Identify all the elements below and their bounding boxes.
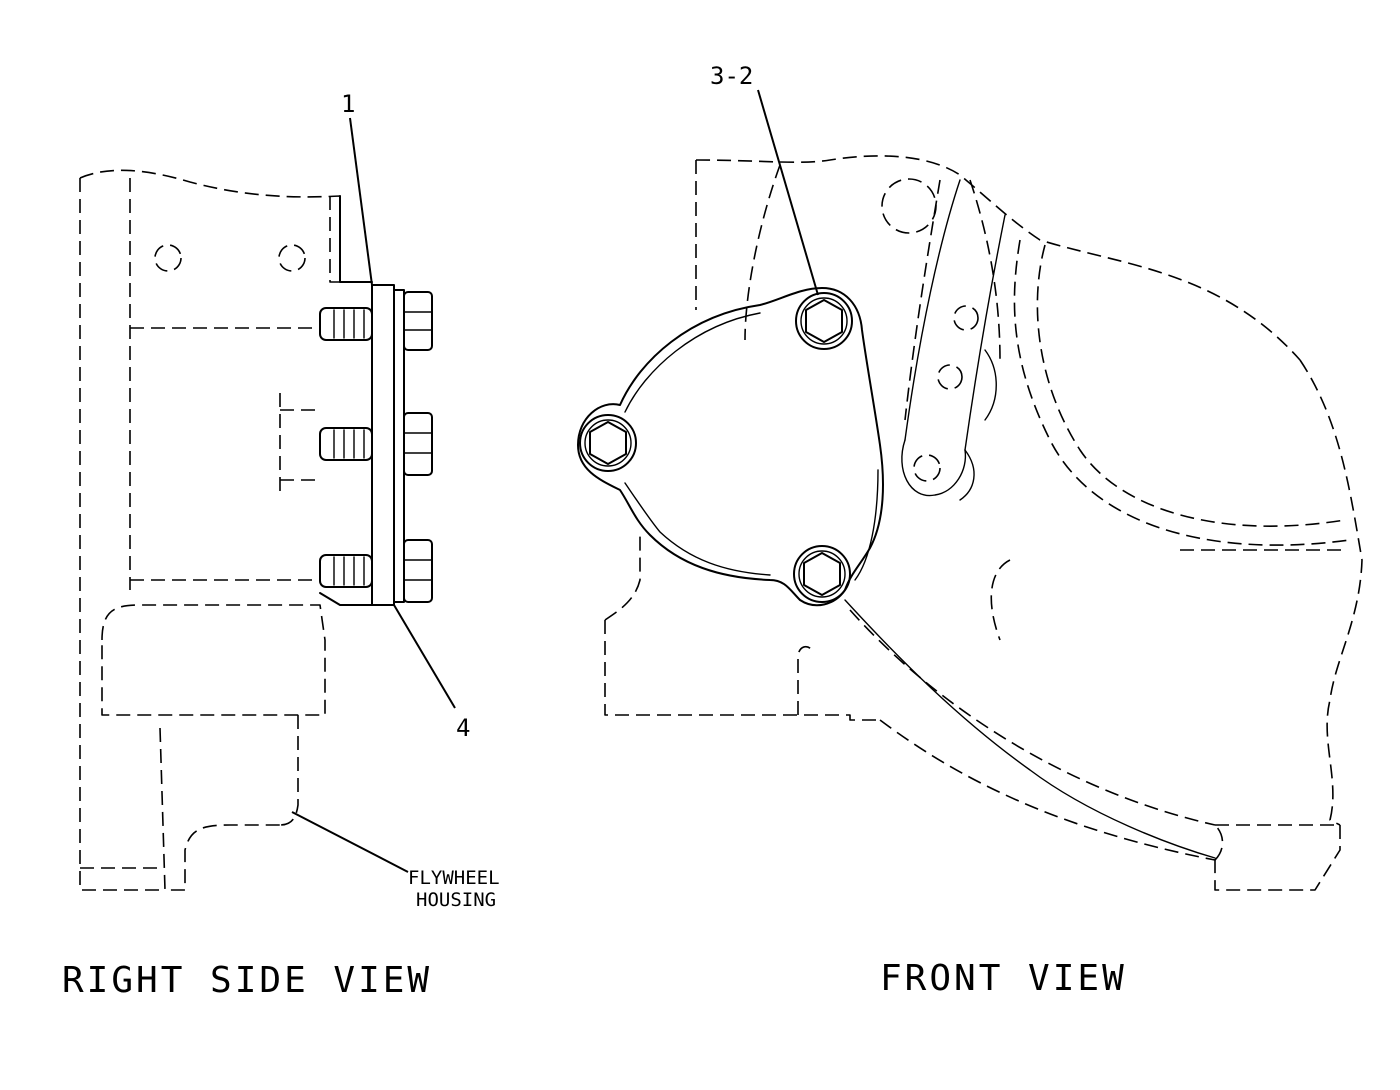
callout-4: 4	[456, 714, 470, 742]
bolt-bottom	[319, 539, 433, 603]
bolt-top	[319, 291, 433, 351]
leader-3-2	[757, 89, 819, 296]
leader-flywheel-housing	[291, 811, 409, 873]
front-view: 3-2 FRONT VIEW	[577, 62, 1363, 999]
bolt-head-left	[579, 414, 637, 472]
bolt-middle	[319, 412, 433, 476]
leader-1	[349, 117, 373, 286]
leader-4	[393, 604, 456, 709]
gasket	[393, 289, 405, 603]
callout-1: 1	[341, 90, 355, 118]
housing-hole	[154, 244, 182, 272]
bolt-head-bottom	[793, 545, 851, 603]
front-cover-plate	[577, 287, 884, 607]
flywheel-housing-label: HOUSING	[416, 889, 496, 911]
right-side-view: 1 4 FLYWHEEL HOUSING RIGHT SIDE VIEW	[62, 90, 500, 1001]
strap-hole	[937, 364, 963, 390]
cover-plate	[371, 284, 395, 606]
housing-hole	[278, 244, 306, 272]
flywheel-housing-label: FLYWHEEL	[408, 867, 500, 889]
callout-3-2: 3-2	[710, 62, 753, 90]
strap-hole	[953, 305, 979, 331]
front-view-title: FRONT VIEW	[880, 958, 1127, 999]
strap-hole	[913, 454, 941, 482]
right-side-view-title: RIGHT SIDE VIEW	[62, 960, 432, 1001]
bolt-head-top	[795, 292, 853, 350]
housing-hole-large	[881, 178, 937, 234]
